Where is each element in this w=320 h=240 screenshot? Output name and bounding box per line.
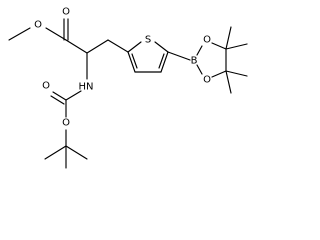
bond-thiophene-boron — [167, 51, 191, 61]
bond-boron-o-top — [196, 45, 203, 56]
atom-nh: HN — [79, 82, 94, 93]
atom-b-boron: B — [191, 56, 198, 67]
bonds — [8, 18, 248, 169]
bond-carbamate-carbonyl-double-a — [52, 91, 67, 101]
bond-tert-butyl-methyl-right — [65, 145, 88, 160]
atom-o-carbamate-ester: O — [62, 118, 70, 129]
atom-o-dioxaborolane-top: O — [203, 35, 211, 46]
atom-o-dioxaborolane-bottom: O — [203, 75, 211, 86]
atom-o-carbamate-carbonyl: O — [42, 81, 50, 92]
bond-thiophene-c3-c2 — [127, 51, 136, 73]
bond-o-carbonyl-carbon — [45, 27, 67, 41]
bond-thiophene-s-c5 — [154, 41, 169, 53]
bond-o-top-ring-carbon — [211, 42, 227, 50]
atom-labels: O O S O B O HN O O — [34, 7, 211, 129]
bond-thiophene-c5-c4 — [160, 51, 169, 73]
bond-thiophene-c2-s — [127, 41, 142, 53]
bond-tert-butyl-methyl-left — [44, 145, 67, 160]
bond-methyl-bottom-a — [225, 70, 248, 77]
bond-methyl-bottom-b — [225, 70, 232, 94]
atom-o-ester-carbonyl: O — [62, 7, 70, 18]
bond-ch2-thiophene — [107, 39, 129, 53]
bond-thiophene-inner-double-b — [158, 53, 165, 69]
bond-boron-o-bottom — [196, 64, 203, 75]
bond-thiophene-inner-double-a — [131, 53, 138, 69]
bond-nitrogen-carbamate-carbon — [65, 90, 82, 101]
bond-methyl-top-a — [225, 26, 232, 50]
bond-alpha-ch2 — [86, 39, 109, 54]
atom-o-methoxy: O — [34, 20, 42, 31]
chemical-structure-diagram: O O S O B O HN O O — [8, 7, 248, 169]
bond-o-bottom-ring-carbon — [211, 70, 227, 78]
bond-methyl-o — [8, 27, 31, 41]
bond-carbamate-carbonyl-double-b — [50, 95, 65, 105]
atom-s-thiophene: S — [145, 35, 151, 46]
bond-methyl-top-b — [225, 43, 248, 50]
bond-carbonyl-alpha-carbon — [65, 39, 88, 54]
